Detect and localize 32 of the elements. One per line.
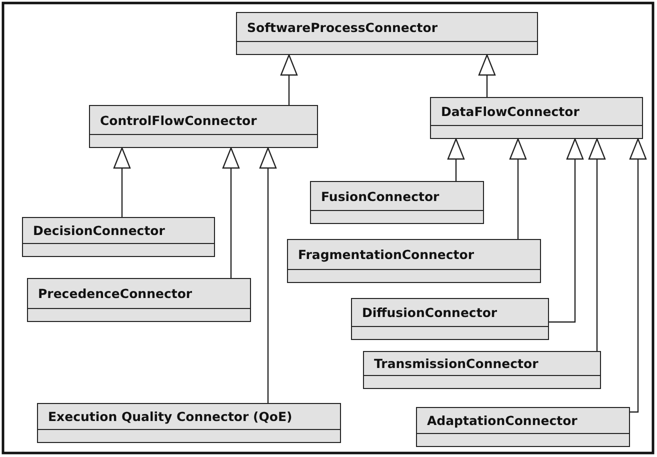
class-name: ControlFlowConnector	[100, 112, 257, 128]
class-box	[310, 181, 484, 224]
generalization-arrow	[280, 54, 298, 105]
generalization-arrow	[588, 138, 606, 351]
class-name: DataFlowConnector	[441, 104, 580, 119]
generalization-arrow	[259, 147, 277, 403]
class-box	[22, 217, 215, 257]
class-box	[37, 403, 341, 443]
class-box	[236, 12, 538, 55]
generalization-arrow	[549, 138, 584, 323]
class-box	[27, 278, 251, 322]
class-box	[287, 239, 541, 283]
generalization-arrow	[629, 138, 647, 413]
class-name: AdaptationConnector	[427, 413, 578, 428]
generalization-arrow	[222, 147, 240, 278]
class-box	[430, 97, 643, 139]
class-name: DiffusionConnector	[362, 305, 498, 320]
class-name: FragmentationConnector	[298, 247, 474, 262]
class-box	[89, 105, 318, 148]
class-box	[351, 298, 549, 340]
generalization-arrow	[509, 138, 527, 239]
class-name: DecisionConnector	[33, 223, 165, 238]
class-name: SoftwareProcessConnector	[247, 20, 438, 34]
class-name: PrecedenceConnector	[38, 286, 192, 301]
class-name: FusionConnector	[321, 188, 440, 204]
generalization-arrow	[447, 138, 465, 181]
generalization-arrow	[113, 147, 131, 217]
class-name: TransmissionConnector	[374, 356, 538, 371]
generalization-arrow	[478, 54, 496, 97]
class-box	[416, 407, 630, 447]
class-name: Execution Quality Connector (QoE)	[48, 409, 292, 424]
class-box	[363, 351, 601, 389]
